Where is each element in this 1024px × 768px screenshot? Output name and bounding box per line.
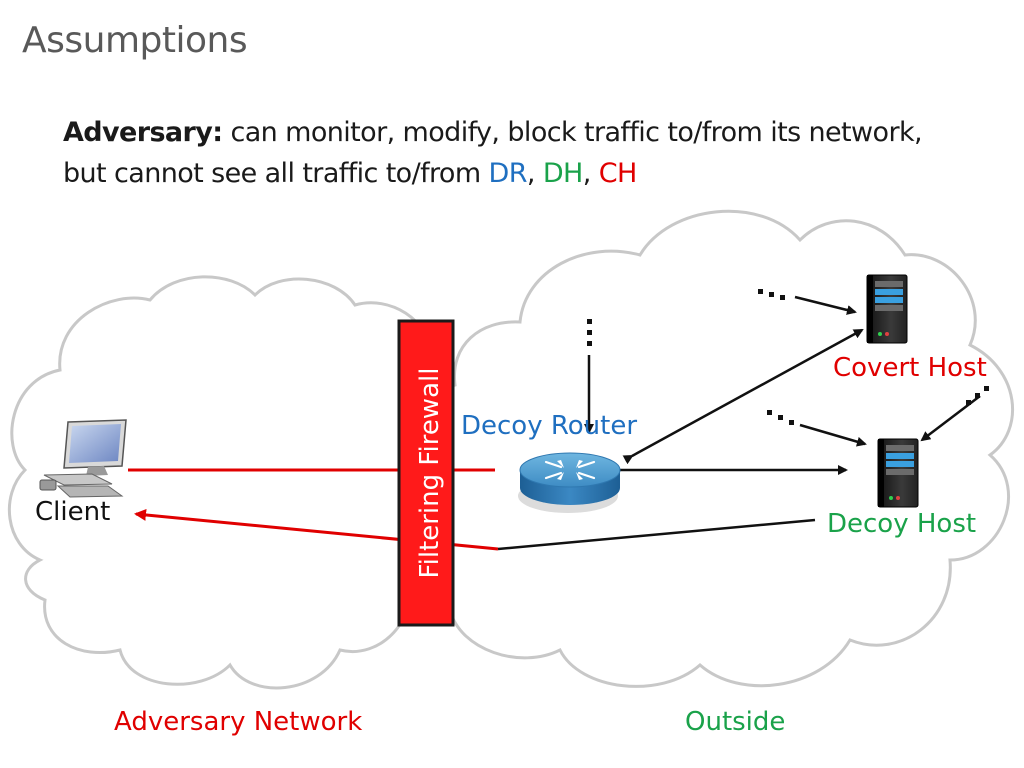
slide-title: Assumptions bbox=[22, 20, 248, 61]
adversary-network-label: Adversary Network bbox=[114, 707, 362, 737]
ellipsis-icon bbox=[758, 289, 785, 300]
traffic-into-decoy-host-arrow bbox=[799, 423, 867, 447]
dh-abbrev: DH bbox=[542, 158, 584, 189]
adversary-term: Adversary: bbox=[63, 117, 223, 148]
decoy-host-to-router-link bbox=[497, 518, 816, 551]
router-covert-host-arrow bbox=[622, 328, 864, 465]
decoy-host-server-icon bbox=[877, 438, 919, 508]
separator: , bbox=[526, 158, 536, 189]
firewall-label: Filtering Firewall bbox=[415, 368, 445, 579]
ellipsis-icon bbox=[767, 410, 794, 425]
statement-line-1-rest: can monitor, modify, block traffic to/fr… bbox=[230, 117, 922, 148]
decoy-router-icon bbox=[518, 452, 621, 513]
client-computer-icon bbox=[39, 419, 127, 498]
dr-abbrev: DR bbox=[488, 158, 528, 189]
assumption-statement: Adversary: can monitor, modify, block tr… bbox=[63, 112, 993, 194]
ch-abbrev: CH bbox=[598, 158, 638, 189]
separator: , bbox=[582, 158, 592, 189]
traffic-into-covert-host-arrow bbox=[794, 295, 857, 315]
outside-label: Outside bbox=[685, 707, 785, 737]
statement-line-2: but cannot see all traffic to/from DR, D… bbox=[63, 153, 993, 194]
decoy-host-label: Decoy Host bbox=[827, 509, 976, 539]
statement-line-2-prefix: but cannot see all traffic to/from bbox=[63, 158, 481, 189]
outside-cloud bbox=[411, 209, 1014, 688]
covert-host-label: Covert Host bbox=[833, 353, 987, 383]
covert-host-server-icon bbox=[866, 274, 908, 344]
filtering-firewall: Filtering Firewall bbox=[397, 319, 455, 627]
statement-line-1: Adversary: can monitor, modify, block tr… bbox=[63, 112, 993, 153]
ellipsis-icon bbox=[587, 319, 592, 346]
ellipsis-icon bbox=[966, 386, 989, 405]
decoy-router-label: Decoy Router bbox=[461, 411, 637, 441]
client-label: Client bbox=[35, 497, 110, 527]
